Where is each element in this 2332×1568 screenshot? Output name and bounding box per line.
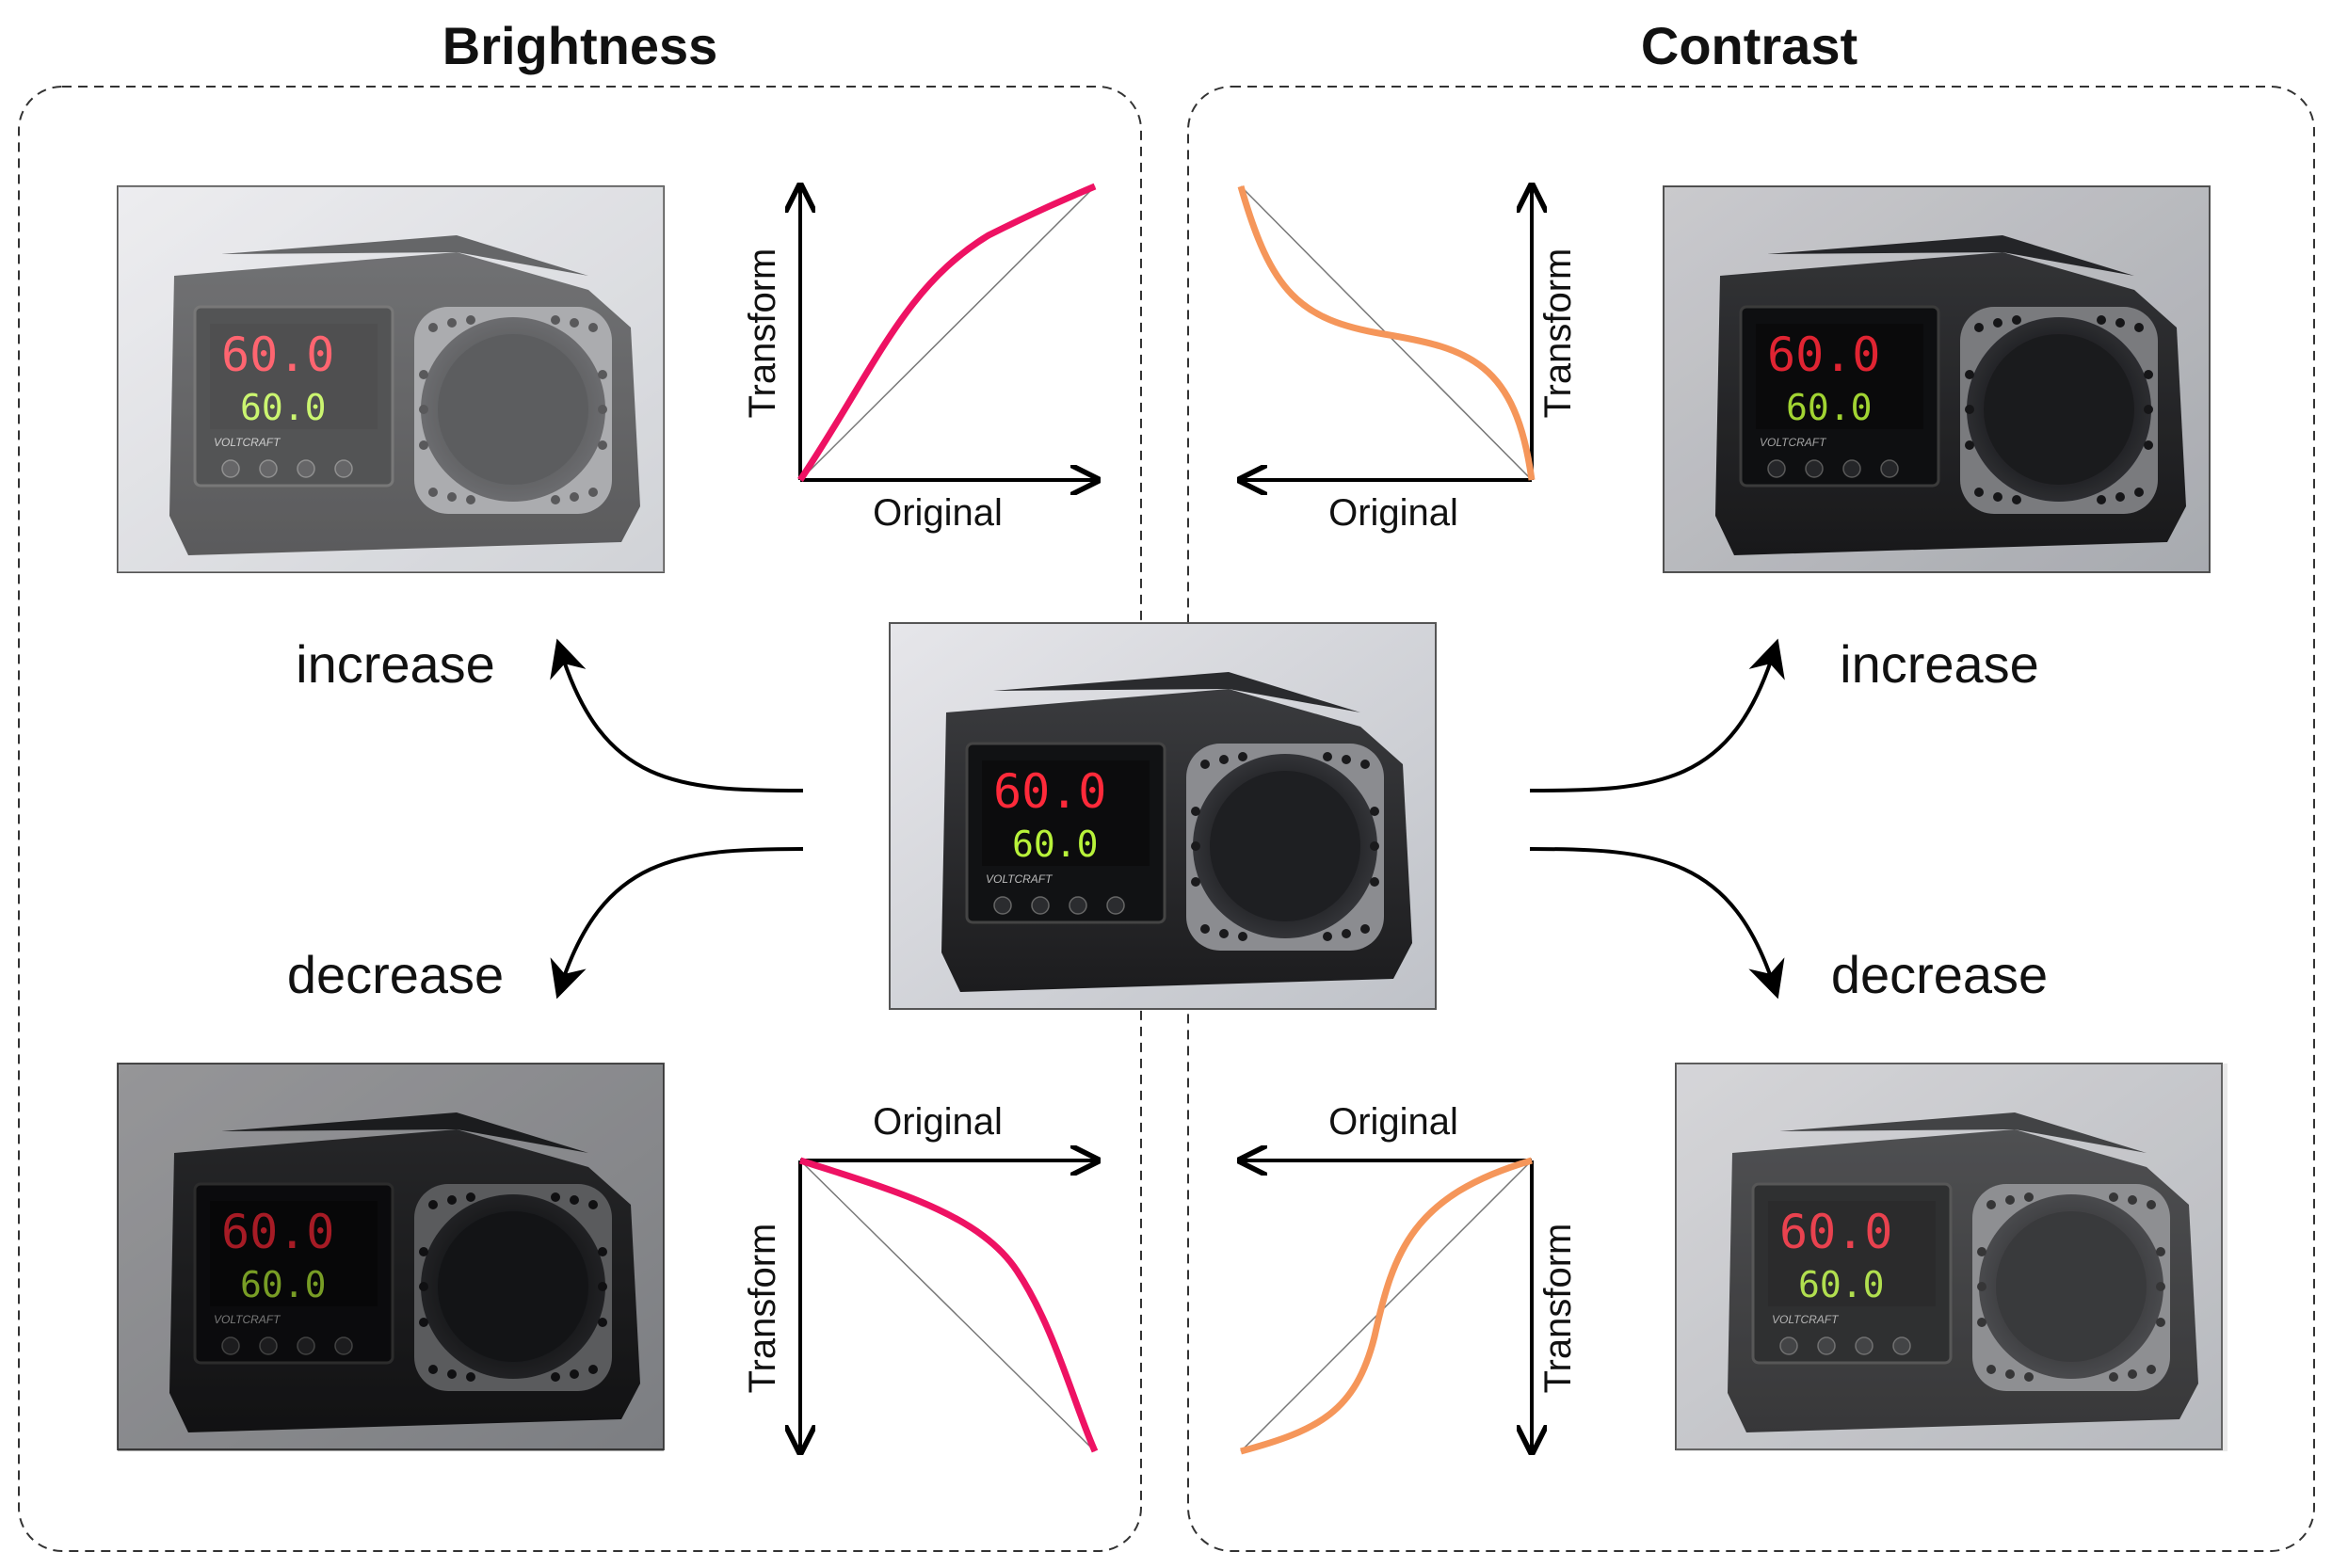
transform-curve	[797, 183, 1097, 482]
chart-contrast-increase: Original Transform	[1241, 186, 1579, 534]
label-contrast-decrease: decrease	[1831, 945, 2048, 1004]
photo-original	[888, 621, 1438, 1011]
chart-brightness-increase: Original Transform	[742, 186, 1097, 534]
photo-contrast-increase	[1662, 184, 2211, 574]
identity-line	[799, 185, 1096, 481]
label-brightness-increase: increase	[296, 634, 495, 694]
arrow-brightness-increase	[550, 638, 804, 792]
photo-brightness-decrease	[116, 1062, 666, 1451]
identity-line	[799, 1160, 1096, 1452]
photo-contrast-decrease	[1674, 1062, 2227, 1451]
transform-curve	[1240, 1157, 1533, 1455]
contrast-title: Contrast	[1641, 16, 1858, 75]
y-axis-label: Transform	[742, 248, 783, 419]
arrow-contrast-increase	[1529, 638, 1785, 792]
contrast-panel	[1187, 86, 2315, 1552]
x-axis-label: Original	[873, 492, 1003, 534]
chart-contrast-decrease: Original Transform	[1241, 1101, 1579, 1451]
y-axis-label: Transform	[1537, 1224, 1579, 1394]
y-axis-label: Transform	[742, 1224, 783, 1394]
transform-curve	[798, 1157, 1099, 1453]
label-brightness-decrease: decrease	[287, 945, 504, 1004]
x-axis-label: Original	[1328, 492, 1458, 534]
chart-brightness-decrease: Original Transform	[742, 1101, 1097, 1451]
identity-line	[1240, 1160, 1533, 1452]
x-axis-label: Original	[873, 1101, 1003, 1143]
y-axis-label: Transform	[1537, 248, 1579, 419]
arrow-brightness-decrease	[550, 847, 804, 1000]
x-axis-label: Original	[1328, 1101, 1458, 1143]
label-contrast-increase: increase	[1840, 634, 2039, 694]
photo-brightness-increase	[116, 184, 666, 574]
transform-curve	[1237, 185, 1536, 481]
brightness-title: Brightness	[442, 16, 718, 75]
arrow-contrast-decrease	[1529, 847, 1785, 1000]
